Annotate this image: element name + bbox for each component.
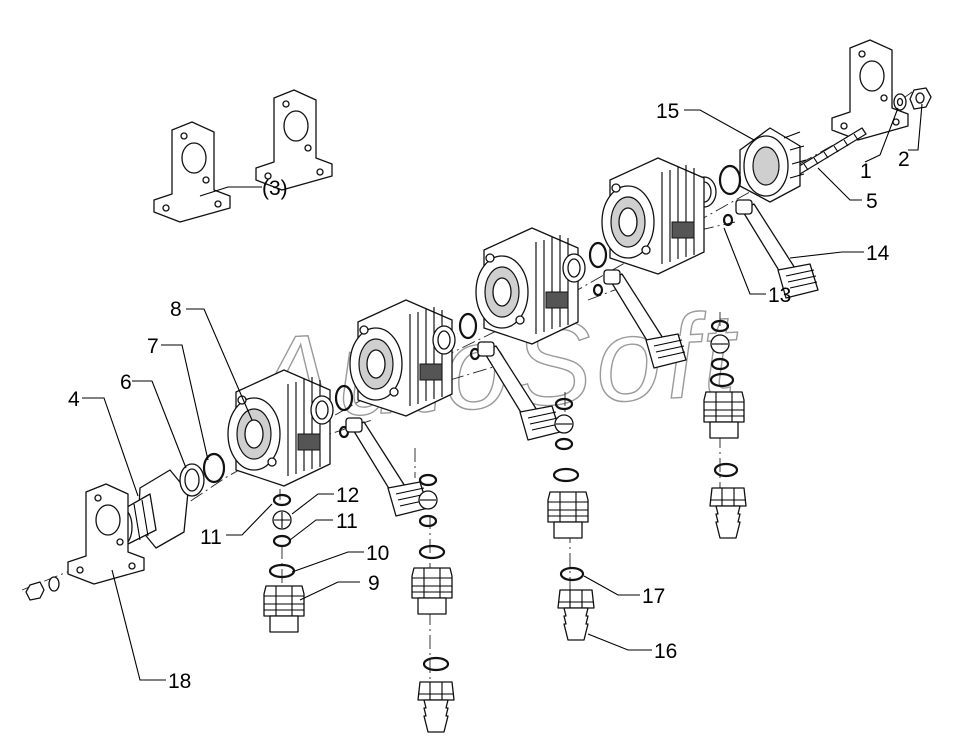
part-label-12: 12 — [336, 484, 359, 507]
part-label-16: 16 — [654, 640, 677, 663]
part-label-1: 1 — [860, 160, 872, 183]
part-label-14: 14 — [866, 242, 890, 265]
mounting-bracket-spare-2 — [255, 89, 333, 191]
o-ring — [718, 164, 742, 196]
part-label-5: 5 — [866, 190, 878, 213]
part-label-2: 2 — [898, 148, 910, 171]
valve-body-3 — [475, 227, 579, 345]
tie-rod — [795, 127, 867, 175]
part-label-11a: 11 — [200, 526, 222, 549]
flange-o-ring — [202, 452, 226, 484]
valve-body-1 — [227, 369, 331, 487]
part-label-17: 17 — [642, 585, 665, 608]
leader-lines — [82, 103, 923, 681]
part-label-9: 9 — [368, 572, 380, 595]
outlet-column-1 — [263, 493, 305, 633]
part-label-8: 8 — [170, 298, 182, 321]
mounting-bracket-right — [831, 39, 909, 141]
valve-body-4 — [601, 157, 705, 275]
end-flange — [739, 127, 807, 203]
flange-ring — [179, 463, 205, 497]
mounting-bracket-spare-1 — [153, 121, 231, 223]
part-label-10: 10 — [366, 542, 389, 565]
part-label-3: (3) — [262, 177, 288, 200]
outlet-column-3 — [547, 397, 595, 641]
nut — [909, 87, 932, 110]
part-label-7: 7 — [147, 335, 159, 358]
part-label-6: 6 — [120, 371, 132, 394]
part-label-11b: 11 — [336, 510, 358, 533]
part-label-15: 15 — [656, 100, 679, 123]
part-label-4: 4 — [68, 388, 80, 411]
outlet-column-4 — [703, 319, 747, 539]
part-label-18: 18 — [168, 670, 191, 693]
left-nut — [25, 576, 60, 601]
washer — [893, 93, 907, 111]
assembly-axis — [21, 91, 913, 591]
part-label-13: 13 — [768, 284, 791, 307]
outlet-column-2 — [411, 473, 455, 733]
